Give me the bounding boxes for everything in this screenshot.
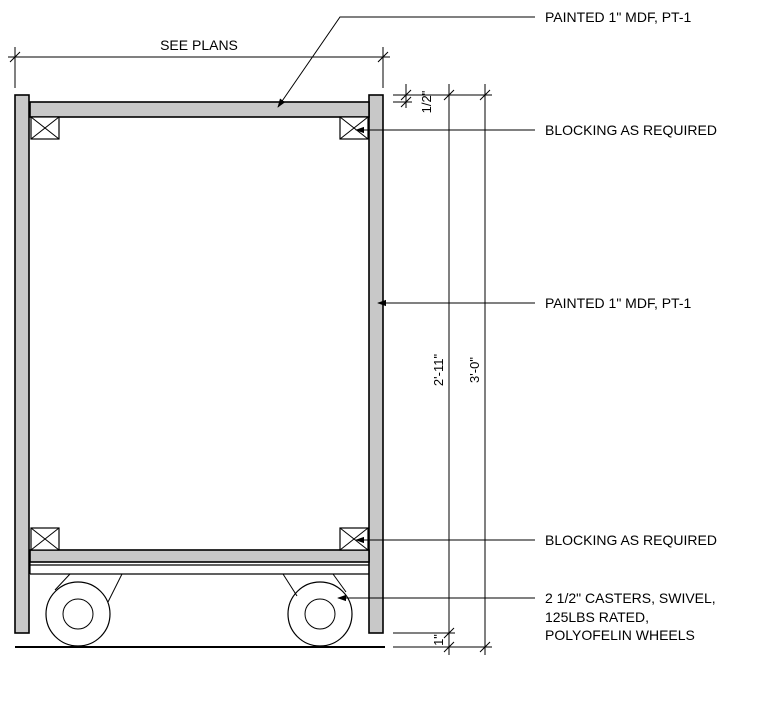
vertical-dimensions [393,84,492,655]
cabinet [14,94,384,634]
leader-top-panel [277,16,535,108]
callout-blocking-top: BLOCKING AS REQUIRED [545,122,717,138]
callout-casters-line1: 2 1/2" CASTERS, SWIVEL, [545,590,716,606]
width-dimension [8,47,390,88]
dimension-label-half-inch: 1/2" [419,90,434,113]
width-dimension-label: SEE PLANS [160,37,238,53]
callout-casters-line2: 125LBS RATED, [545,609,649,625]
dimension-label-one-inch: 1" [431,634,446,646]
callout-casters-line3: POLYOFELIN WHEELS [545,627,695,643]
bottom-panel [29,549,370,563]
callout-blocking-bottom: BLOCKING AS REQUIRED [545,532,717,548]
blocking-top-right [339,116,369,140]
callout-side-panel: PAINTED 1" MDF, PT-1 [545,295,692,311]
blocking-bottom-right [339,527,369,551]
caster-left [45,573,123,647]
right-side-panel [368,94,384,634]
dimension-label-inner-height: 2'-11" [431,354,446,387]
top-panel [29,101,370,118]
caster-right [282,573,353,647]
dimension-label-overall-height: 3'-0" [467,357,482,383]
blocking-bottom-left [30,527,60,551]
callout-top-panel: PAINTED 1" MDF, PT-1 [545,9,692,25]
left-side-panel [14,94,30,634]
blocking-top-left [30,116,60,140]
